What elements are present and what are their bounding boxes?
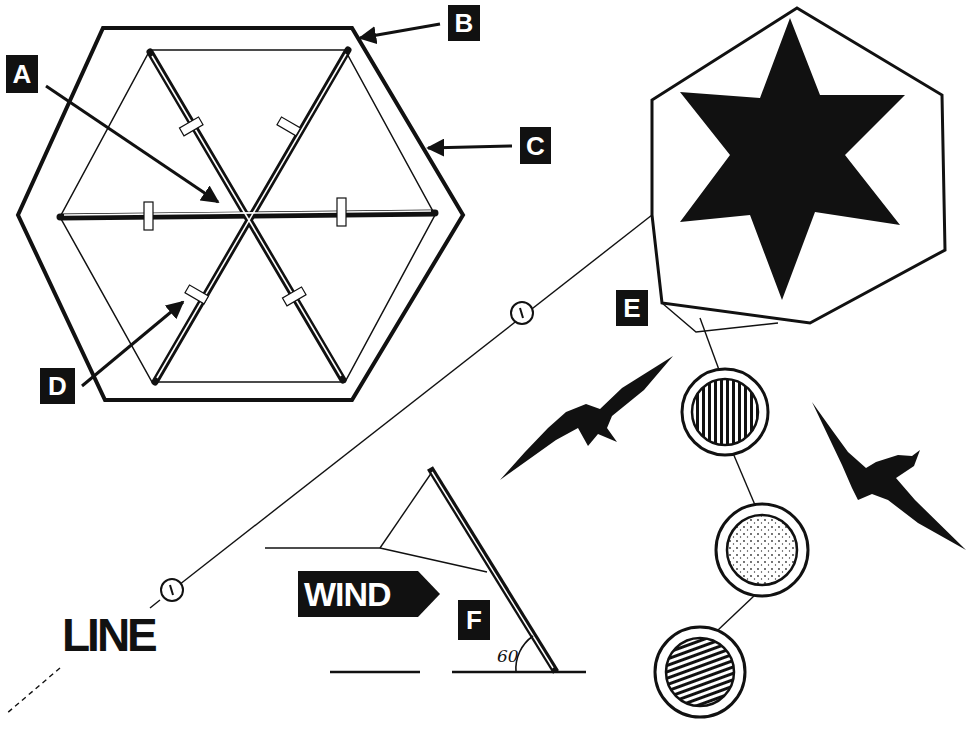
flying-kite bbox=[6, 8, 945, 717]
bridle-angle-diagram bbox=[265, 468, 586, 672]
callout-letter: F bbox=[458, 600, 490, 640]
callout-letter: A bbox=[6, 55, 38, 93]
callout-text: B bbox=[455, 10, 474, 36]
wind-arrow: WIND bbox=[298, 571, 440, 617]
callout-text: C bbox=[526, 133, 545, 159]
bird-silhouettes bbox=[500, 356, 966, 550]
callout-text: D bbox=[48, 373, 67, 399]
callout-text: F bbox=[466, 607, 482, 633]
kite-frame bbox=[18, 28, 463, 400]
callout-text: E bbox=[623, 295, 640, 321]
angle-label: 60 bbox=[497, 648, 519, 665]
wind-text: WIND bbox=[304, 577, 391, 611]
callout-letter: B bbox=[448, 5, 480, 41]
callout-letter: C bbox=[520, 127, 551, 164]
callout-text: A bbox=[13, 61, 32, 87]
line-label: LINE bbox=[62, 612, 155, 658]
callout-letter: E bbox=[616, 290, 648, 326]
leader-arrows bbox=[46, 24, 512, 386]
callout-letter: D bbox=[40, 368, 75, 404]
